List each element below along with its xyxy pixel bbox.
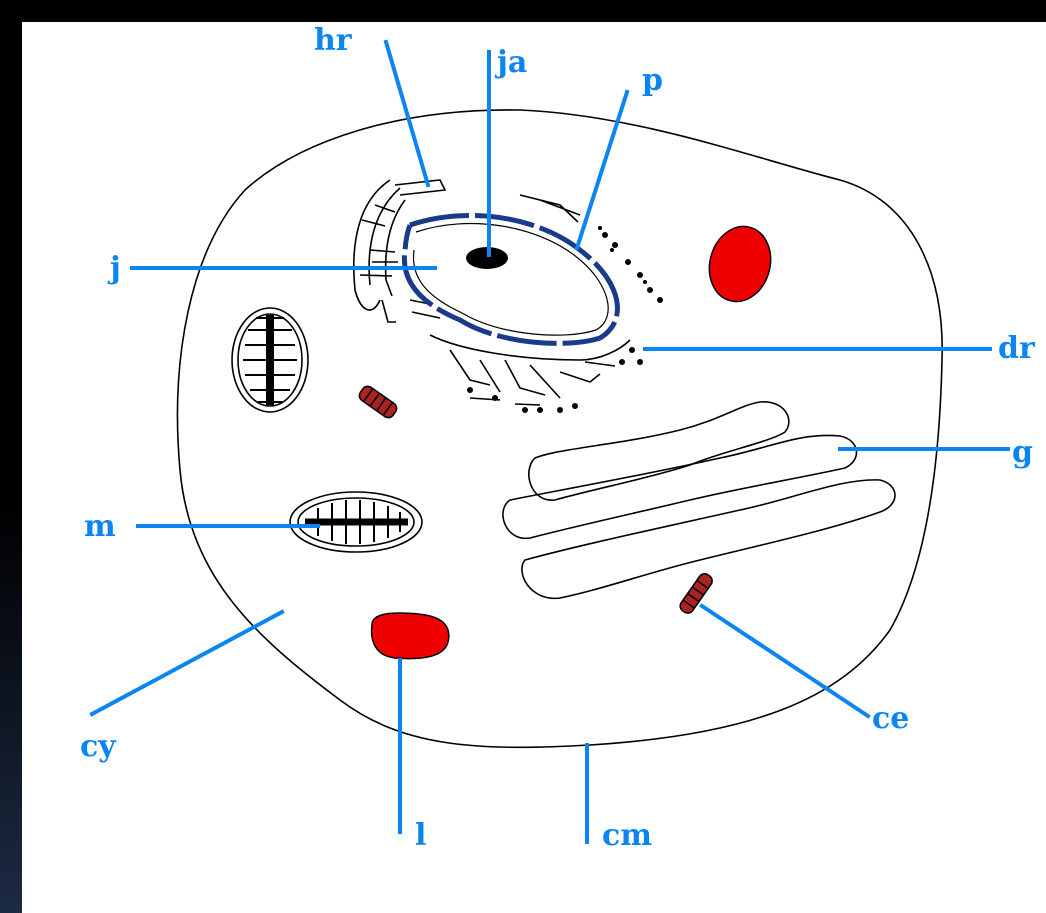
label-g: g <box>1012 435 1033 470</box>
label-m: m <box>84 509 116 544</box>
nuclear-envelope <box>404 215 617 343</box>
label-p: p <box>642 63 663 98</box>
label-ja: ja <box>494 45 527 80</box>
lysosome-lower <box>372 613 449 659</box>
label-cm: cm <box>602 818 652 853</box>
leader-lines <box>92 42 1008 842</box>
label-l: l <box>415 818 426 853</box>
leader-p <box>577 92 627 248</box>
rough-er <box>354 180 445 322</box>
golgi-apparatus <box>503 402 895 599</box>
mitochondrion-lower <box>290 492 422 552</box>
label-j: j <box>107 251 121 286</box>
label-cy: cy <box>80 729 117 764</box>
mitochondrion-upper <box>232 308 308 412</box>
label-dr: dr <box>998 331 1036 366</box>
leader-cy <box>92 612 282 714</box>
labels: hr ja p j dr g m cy ce l cm <box>80 23 1036 853</box>
label-ce: ce <box>872 701 909 736</box>
leader-ce <box>702 606 868 716</box>
label-hr: hr <box>314 23 353 58</box>
centriole-upper <box>357 384 399 420</box>
lysosome-upper <box>701 220 779 309</box>
leader-hr <box>386 42 428 185</box>
